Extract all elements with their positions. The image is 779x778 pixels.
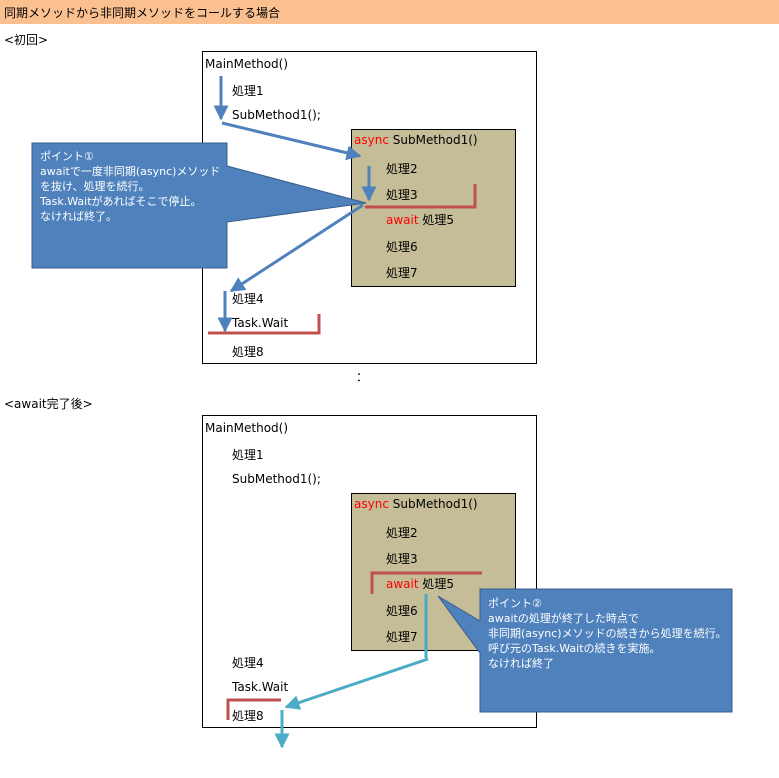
- section1-label: <初回>: [4, 33, 49, 47]
- section1-callout-line: Task.Waitがあればそこで停止。: [40, 195, 202, 208]
- section1-step-wait: Task.Wait: [232, 316, 289, 330]
- section2-callout-heading: ポイント②: [488, 597, 542, 610]
- section2-arrow-return: [284, 657, 429, 710]
- section1-callout-shape: [31, 142, 367, 269]
- section2-step-p1: 処理1: [232, 448, 264, 462]
- section1-sub-p7: 処理7: [386, 266, 418, 280]
- section2-sub-await: await 処理5: [386, 577, 455, 591]
- section1-sub-await: await 処理5: [386, 213, 455, 227]
- section2-step-wait: Task.Wait: [232, 680, 289, 694]
- section1-wait-marker: [208, 314, 321, 335]
- section1-sub-p3: 処理3: [386, 188, 418, 202]
- section2-sub-p6: 処理6: [386, 604, 418, 618]
- section2-callout-shape: [437, 588, 733, 713]
- section1-callout-text: ポイント① awaitで一度非同期(async)メソッド を抜け、処理を続行。 …: [40, 149, 220, 224]
- section1-sub-p2: 処理2: [386, 162, 418, 176]
- section2-callout-text: ポイント② awaitの処理が終了した時点で 非同期(async)メソッドの続き…: [488, 596, 727, 671]
- section1-step-p8: 処理8: [232, 345, 264, 359]
- section1-callout-heading: ポイント①: [40, 150, 94, 163]
- section1-arrow-return: [229, 203, 364, 293]
- section2-callout-line: awaitの処理が終了した時点で: [488, 612, 639, 625]
- page-title: 同期メソッドから非同期メソッドをコールする場合: [4, 6, 281, 20]
- section2-callout-line: なければ終了: [488, 657, 554, 670]
- section2-sub-title: async SubMethod1(): [354, 497, 478, 511]
- separator: ：: [356, 370, 369, 384]
- header-bar: 同期メソッドから非同期メソッドをコールする場合: [0, 0, 779, 24]
- section2-sub-p2: 処理2: [386, 526, 418, 540]
- section2-callout-line: 呼び元のTask.Waitの続きを実施。: [488, 642, 661, 655]
- section2-main-title: MainMethod(): [205, 421, 289, 435]
- section1-callout-line: を抜け、処理を続行。: [40, 180, 150, 193]
- section1-callout-line: awaitで一度非同期(async)メソッド: [40, 165, 221, 178]
- section2-step-p8: 処理8: [232, 709, 264, 723]
- section1-main-title: MainMethod(): [205, 57, 289, 71]
- section1-sub-title: async SubMethod1(): [354, 133, 478, 147]
- section1-await-marker: [365, 184, 477, 209]
- section2-await-marker: [370, 571, 482, 594]
- section2-p8-marker: [226, 698, 281, 720]
- section1-step-p4: 処理4: [232, 292, 264, 306]
- section1-step-p1: 処理1: [232, 84, 264, 98]
- section2-sub-p3: 処理3: [386, 552, 418, 566]
- section2-step-p4: 処理4: [232, 656, 264, 670]
- section1-step-call: SubMethod1();: [232, 108, 321, 122]
- section2-label: <await完了後>: [4, 397, 93, 411]
- section2-callout-line: 非同期(async)メソッドの続きから処理を続行。: [488, 627, 727, 640]
- section1-sub-p6: 処理6: [386, 240, 418, 254]
- section2-step-call: SubMethod1();: [232, 472, 321, 486]
- section2-sub-p7: 処理7: [386, 630, 418, 644]
- section1-arrow-to-sub: [221, 121, 362, 161]
- section1-callout-line: なければ終了。: [40, 210, 117, 223]
